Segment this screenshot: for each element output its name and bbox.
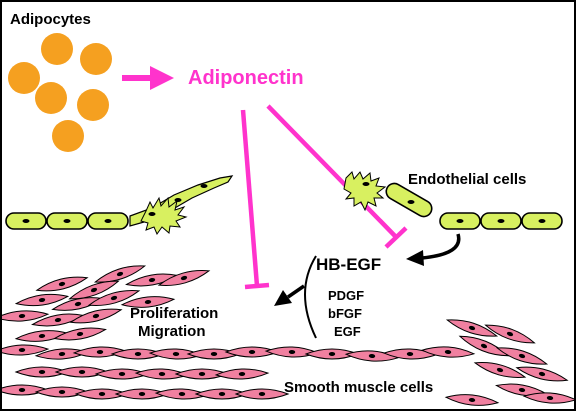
- adipocyte-cluster: [8, 33, 112, 152]
- migration-label: Migration: [138, 323, 206, 340]
- hb-egf-label: HB-EGF: [316, 255, 381, 274]
- secretion-arrow: [122, 66, 174, 90]
- adipocyte-cell: [80, 43, 112, 75]
- proliferation-label: Proliferation: [130, 305, 218, 322]
- adipocyte-cell: [52, 120, 84, 152]
- egf-label: EGF: [334, 324, 361, 339]
- pdgf-label: PDGF: [328, 288, 364, 303]
- endothelial-layer-right: [343, 171, 563, 230]
- endothelial-cells-label: Endothelial cells: [408, 171, 526, 188]
- endothelial-layer-left: [5, 175, 234, 236]
- inhibition-to-proliferation: [240, 109, 270, 290]
- smooth-muscle-cells-label: Smooth muscle cells: [284, 379, 433, 396]
- adiponectin-label: Adiponectin: [188, 67, 304, 89]
- bfgf-label: bFGF: [328, 306, 362, 321]
- adipocyte-cell: [8, 62, 40, 94]
- inhibition-to-hb-egf: [266, 104, 408, 249]
- endothelial-to-hb-egf-arrow: [406, 233, 461, 266]
- adipocyte-cell: [35, 82, 67, 114]
- adipocyte-cell: [41, 33, 73, 65]
- growth-factor-bracket: [304, 255, 317, 339]
- adipocyte-cell: [77, 89, 109, 121]
- growth-factor-to-proliferation-arrow: [274, 284, 305, 306]
- adipocytes-label: Adipocytes: [10, 11, 91, 28]
